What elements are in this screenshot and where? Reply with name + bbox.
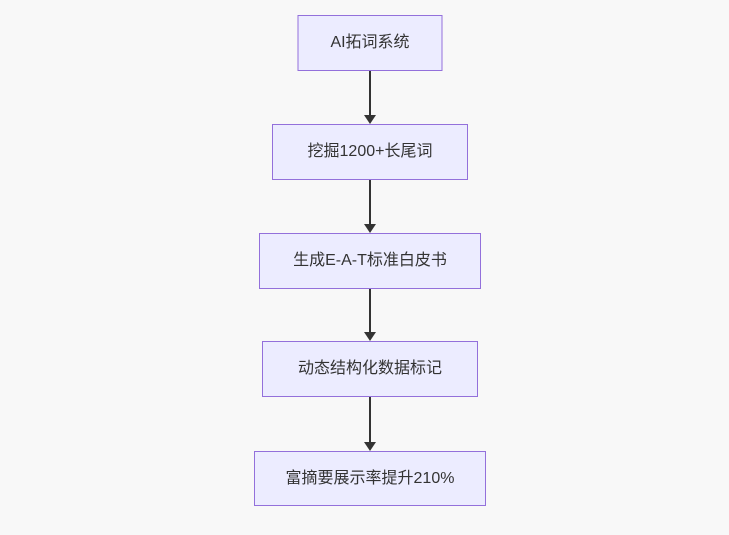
flow-arrow-1 xyxy=(364,71,376,124)
flowchart-node-ai-word-system: AI拓词系统 xyxy=(297,15,443,71)
arrow-head-icon xyxy=(364,115,376,124)
node-label: 生成E-A-T标准白皮书 xyxy=(293,252,447,270)
flowchart-node-eat-whitepaper: 生成E-A-T标准白皮书 xyxy=(259,233,481,289)
flow-arrow-3 xyxy=(364,289,376,341)
node-label: 动态结构化数据标记 xyxy=(297,360,442,378)
arrow-head-icon xyxy=(364,442,376,451)
arrow-line xyxy=(369,71,371,115)
node-label: 富摘要展示率提升210% xyxy=(285,469,455,487)
arrow-line xyxy=(369,289,371,332)
arrow-head-icon xyxy=(364,332,376,341)
node-label: 挖掘1200+长尾词 xyxy=(307,143,433,161)
arrow-head-icon xyxy=(364,224,376,233)
arrow-line xyxy=(369,397,371,442)
flowchart-node-rich-snippet-result: 富摘要展示率提升210% xyxy=(254,451,486,506)
flowchart-node-structured-data: 动态结构化数据标记 xyxy=(262,341,478,397)
flowchart-node-longtail-mining: 挖掘1200+长尾词 xyxy=(272,124,468,180)
node-label: AI拓词系统 xyxy=(330,34,410,52)
flow-arrow-4 xyxy=(364,397,376,451)
flow-arrow-2 xyxy=(364,180,376,233)
arrow-line xyxy=(369,180,371,224)
